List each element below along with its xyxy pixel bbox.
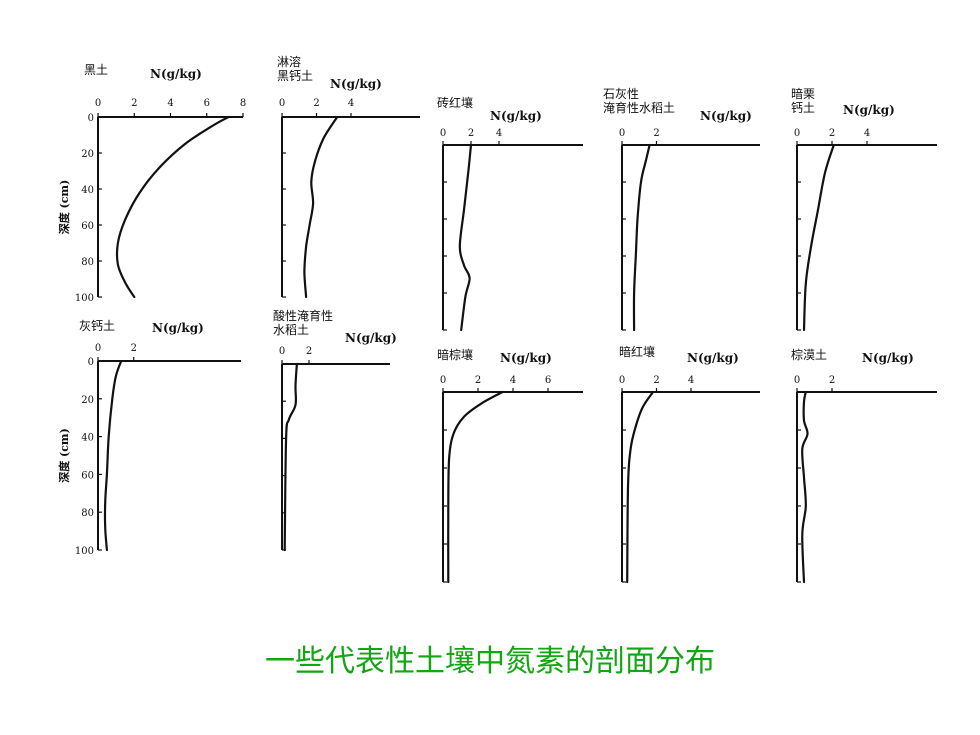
soil-name-label: 灰钙土 <box>79 319 115 333</box>
x-tick-label: 4 <box>864 128 870 139</box>
x-tick-label: 2 <box>653 375 659 386</box>
x-tick-label: 4 <box>688 375 694 386</box>
x-tick-label: 0 <box>794 375 800 386</box>
soil-name-label: 砖红壤 <box>437 95 473 110</box>
soil-name-label: 淋溶 <box>277 54 301 69</box>
x-tick-label: 6 <box>204 98 210 109</box>
nitrogen-profile-curve <box>801 390 809 584</box>
x-tick-label: 2 <box>475 375 481 386</box>
x-tick-label: 0 <box>619 128 625 139</box>
x-axis-unit-label: N(g/kg) <box>843 103 895 117</box>
x-axis-unit-label: N(g/kg) <box>150 67 202 81</box>
x-tick-label: 2 <box>468 128 474 139</box>
nitrogen-profile-curve <box>458 143 473 332</box>
soil-name-label: 暗红壤 <box>619 344 655 359</box>
soil-name-label: 石灰性 <box>603 87 639 101</box>
y-tick-label: 100 <box>75 293 94 304</box>
x-tick-label: 4 <box>510 375 516 386</box>
y-tick-label: 60 <box>81 470 94 481</box>
x-tick-label: 4 <box>348 98 354 109</box>
x-tick-label: 2 <box>131 343 137 354</box>
figure-caption: 一些代表性土壤中氮素的剖面分布 <box>265 644 715 679</box>
soil-name-label: 黑土 <box>84 63 108 77</box>
y-tick-label: 80 <box>81 508 94 519</box>
soil-name-label: 黑钙土 <box>277 69 313 83</box>
x-tick-label: 8 <box>240 98 246 109</box>
soil-name-label: 暗棕壤 <box>437 347 473 362</box>
x-tick-label: 2 <box>306 346 312 357</box>
x-axis-unit-label: N(g/kg) <box>330 77 382 91</box>
x-axis-unit-label: N(g/kg) <box>500 351 552 365</box>
soil-name-label: 酸性淹育性 <box>273 308 333 323</box>
x-axis-unit-label: N(g/kg) <box>345 331 397 345</box>
nitrogen-profile-curve <box>447 390 504 584</box>
x-tick-label: 4 <box>496 128 502 139</box>
x-axis-unit-label: N(g/kg) <box>700 109 752 123</box>
x-axis-unit-label: N(g/kg) <box>862 351 914 365</box>
x-tick-label: 0 <box>95 343 101 354</box>
x-axis-unit-label: N(g/kg) <box>687 351 739 365</box>
x-tick-label: 0 <box>440 128 446 139</box>
y-axis-title: 深度 (cm) <box>57 180 71 235</box>
x-tick-label: 0 <box>279 346 285 357</box>
nitrogen-profile-curve <box>303 115 339 299</box>
nitrogen-profile-curve <box>103 359 123 552</box>
y-tick-label: 0 <box>88 113 94 124</box>
x-tick-label: 2 <box>131 98 137 109</box>
nitrogen-profile-curve <box>632 143 651 332</box>
y-tick-label: 60 <box>81 221 94 232</box>
y-axis-title: 深度 (cm) <box>57 428 71 483</box>
x-tick-label: 0 <box>619 375 625 386</box>
nitrogen-profile-curve <box>626 390 655 584</box>
x-axis-unit-label: N(g/kg) <box>490 109 542 123</box>
y-tick-label: 40 <box>81 185 94 196</box>
y-tick-label: 20 <box>81 395 94 406</box>
nitrogen-profile-curve <box>283 362 298 552</box>
soil-name-label: 水稻土 <box>273 323 309 337</box>
y-tick-label: 80 <box>81 257 94 268</box>
y-tick-label: 100 <box>75 546 94 557</box>
x-tick-label: 6 <box>545 375 551 386</box>
y-tick-label: 40 <box>81 433 94 444</box>
y-tick-label: 0 <box>88 357 94 368</box>
soil-name-label: 棕漠土 <box>791 347 827 362</box>
soil-name-label: 钙土 <box>791 101 815 115</box>
x-tick-label: 2 <box>829 375 835 386</box>
nitrogen-profile-curve <box>115 115 230 299</box>
soil-name-label: 暗栗 <box>791 86 815 101</box>
x-tick-label: 2 <box>829 128 835 139</box>
x-tick-label: 0 <box>440 375 446 386</box>
x-tick-label: 2 <box>313 98 319 109</box>
x-tick-label: 0 <box>279 98 285 109</box>
y-tick-label: 20 <box>81 149 94 160</box>
x-tick-label: 0 <box>95 98 101 109</box>
x-axis-unit-label: N(g/kg) <box>152 321 204 335</box>
x-tick-label: 0 <box>794 128 800 139</box>
nitrogen-profile-curve <box>802 143 835 332</box>
soil-name-label: 淹育性水稻土 <box>603 100 675 115</box>
x-tick-label: 2 <box>653 128 659 139</box>
x-tick-label: 4 <box>167 98 173 109</box>
